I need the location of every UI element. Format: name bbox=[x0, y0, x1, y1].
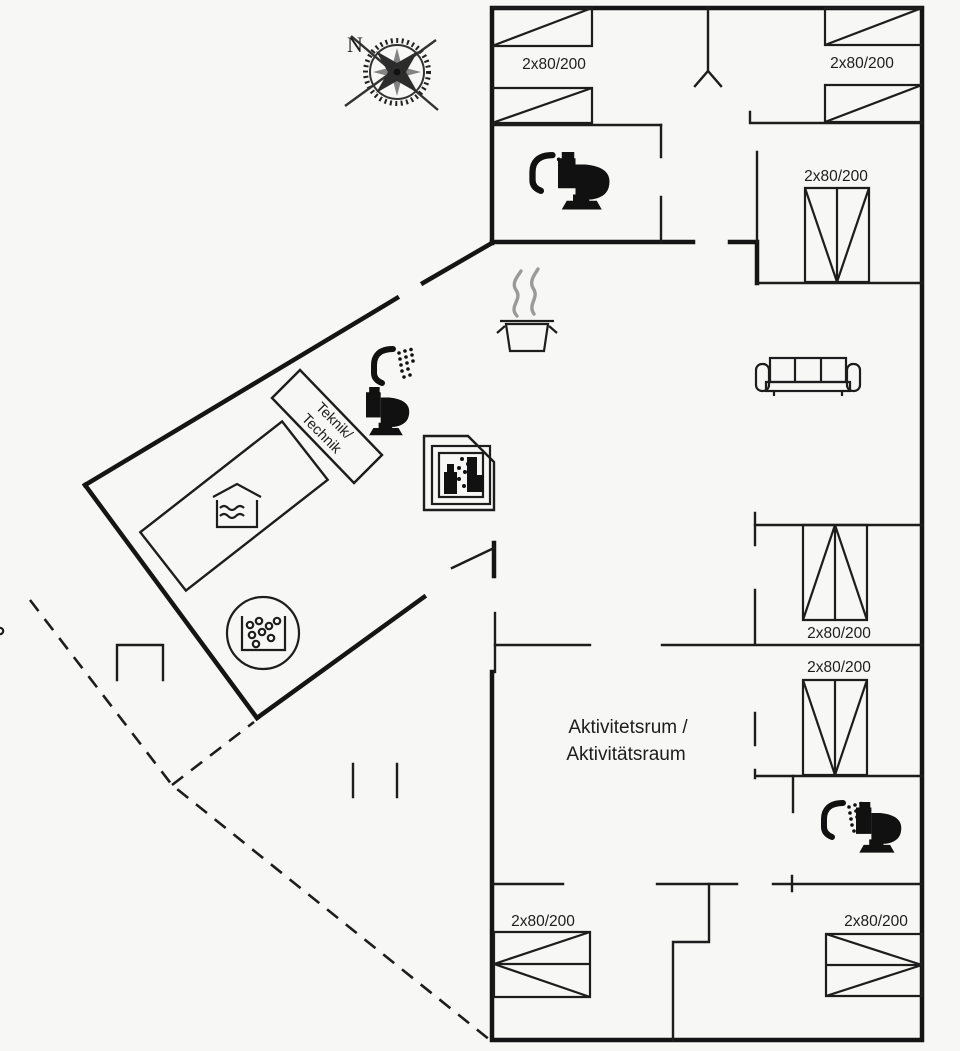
bed-symbol bbox=[824, 932, 924, 998]
sofa-icon bbox=[754, 356, 862, 396]
activity-room: Aktivitetsrum / Aktivitätsraum bbox=[566, 717, 688, 765]
activity-room-label-line1: Aktivitetsrum / bbox=[568, 717, 688, 738]
indoor-swimming-pool-icon bbox=[212, 482, 262, 529]
cooking-pot-icon bbox=[496, 267, 558, 353]
terrace-dashed-boundary bbox=[28, 599, 491, 1042]
bed-size-label: 2x80/200 bbox=[807, 625, 871, 642]
technical-room: Teknik/ Technik bbox=[270, 368, 384, 485]
bathroom-top-icons bbox=[533, 152, 610, 210]
bed-symbol bbox=[491, 6, 594, 125]
bedroom-right-upper: 2x80/200 bbox=[803, 168, 871, 284]
bed-size-label: 2x80/200 bbox=[844, 913, 908, 930]
toilet-icon bbox=[558, 152, 610, 210]
northwest-diagonal-wall bbox=[81, 239, 496, 489]
terrace-bench bbox=[115, 643, 165, 682]
bathroom-middle-icons bbox=[366, 348, 415, 436]
shower-icon bbox=[374, 348, 415, 383]
bed-symbol bbox=[823, 6, 923, 124]
south-corridor-wall bbox=[490, 874, 924, 893]
bedroom-top-left: 2x80/200 bbox=[491, 6, 594, 125]
pool-southwest-wall bbox=[81, 481, 261, 722]
bed-symbol bbox=[801, 678, 869, 777]
whirlpool-icon bbox=[0, 595, 301, 671]
compass-north-label: N bbox=[347, 32, 363, 57]
bedroom-right-lower: 2x80/200 bbox=[801, 659, 871, 777]
washing-machine-icon bbox=[430, 444, 492, 506]
pool-area bbox=[0, 419, 330, 671]
swimming-pool-basin-outline bbox=[138, 419, 330, 593]
terrace-outline bbox=[28, 599, 491, 1042]
bedroom-right-middle: 2x80/200 bbox=[801, 523, 871, 642]
bed-symbol bbox=[801, 523, 869, 622]
bed-size-label: 2x80/200 bbox=[804, 168, 868, 185]
toilet-icon bbox=[856, 802, 902, 853]
toilet-icon bbox=[366, 387, 410, 436]
bed-size-label: 2x80/200 bbox=[522, 56, 586, 73]
activity-room-label-line2: Aktivitätsraum bbox=[566, 744, 685, 765]
hall-door-swing bbox=[450, 546, 496, 570]
laundry-room-outline bbox=[422, 434, 496, 512]
bed-size-label: 2x80/200 bbox=[511, 913, 575, 930]
bed-size-label: 2x80/200 bbox=[807, 659, 871, 676]
bath-top-south-wall-east bbox=[727, 239, 760, 286]
top-bedroom-door-swing bbox=[693, 69, 723, 88]
compass-rose-icon: N bbox=[344, 32, 439, 111]
south-step-wall bbox=[671, 882, 711, 1042]
bed-symbol bbox=[803, 186, 871, 284]
bedroom-bottom-right: 2x80/200 bbox=[824, 913, 924, 998]
bathroom-bottom-icons bbox=[824, 802, 902, 853]
bed-size-label: 2x80/200 bbox=[830, 55, 894, 72]
technical-room-walls bbox=[270, 368, 384, 485]
bedroom-bottom-left: 2x80/200 bbox=[492, 913, 592, 999]
bed-symbol bbox=[492, 930, 592, 999]
bedroom-top-right: 2x80/200 bbox=[823, 6, 923, 124]
pool-southeast-wall bbox=[253, 593, 428, 722]
terrace-opening-ticks bbox=[351, 762, 399, 799]
